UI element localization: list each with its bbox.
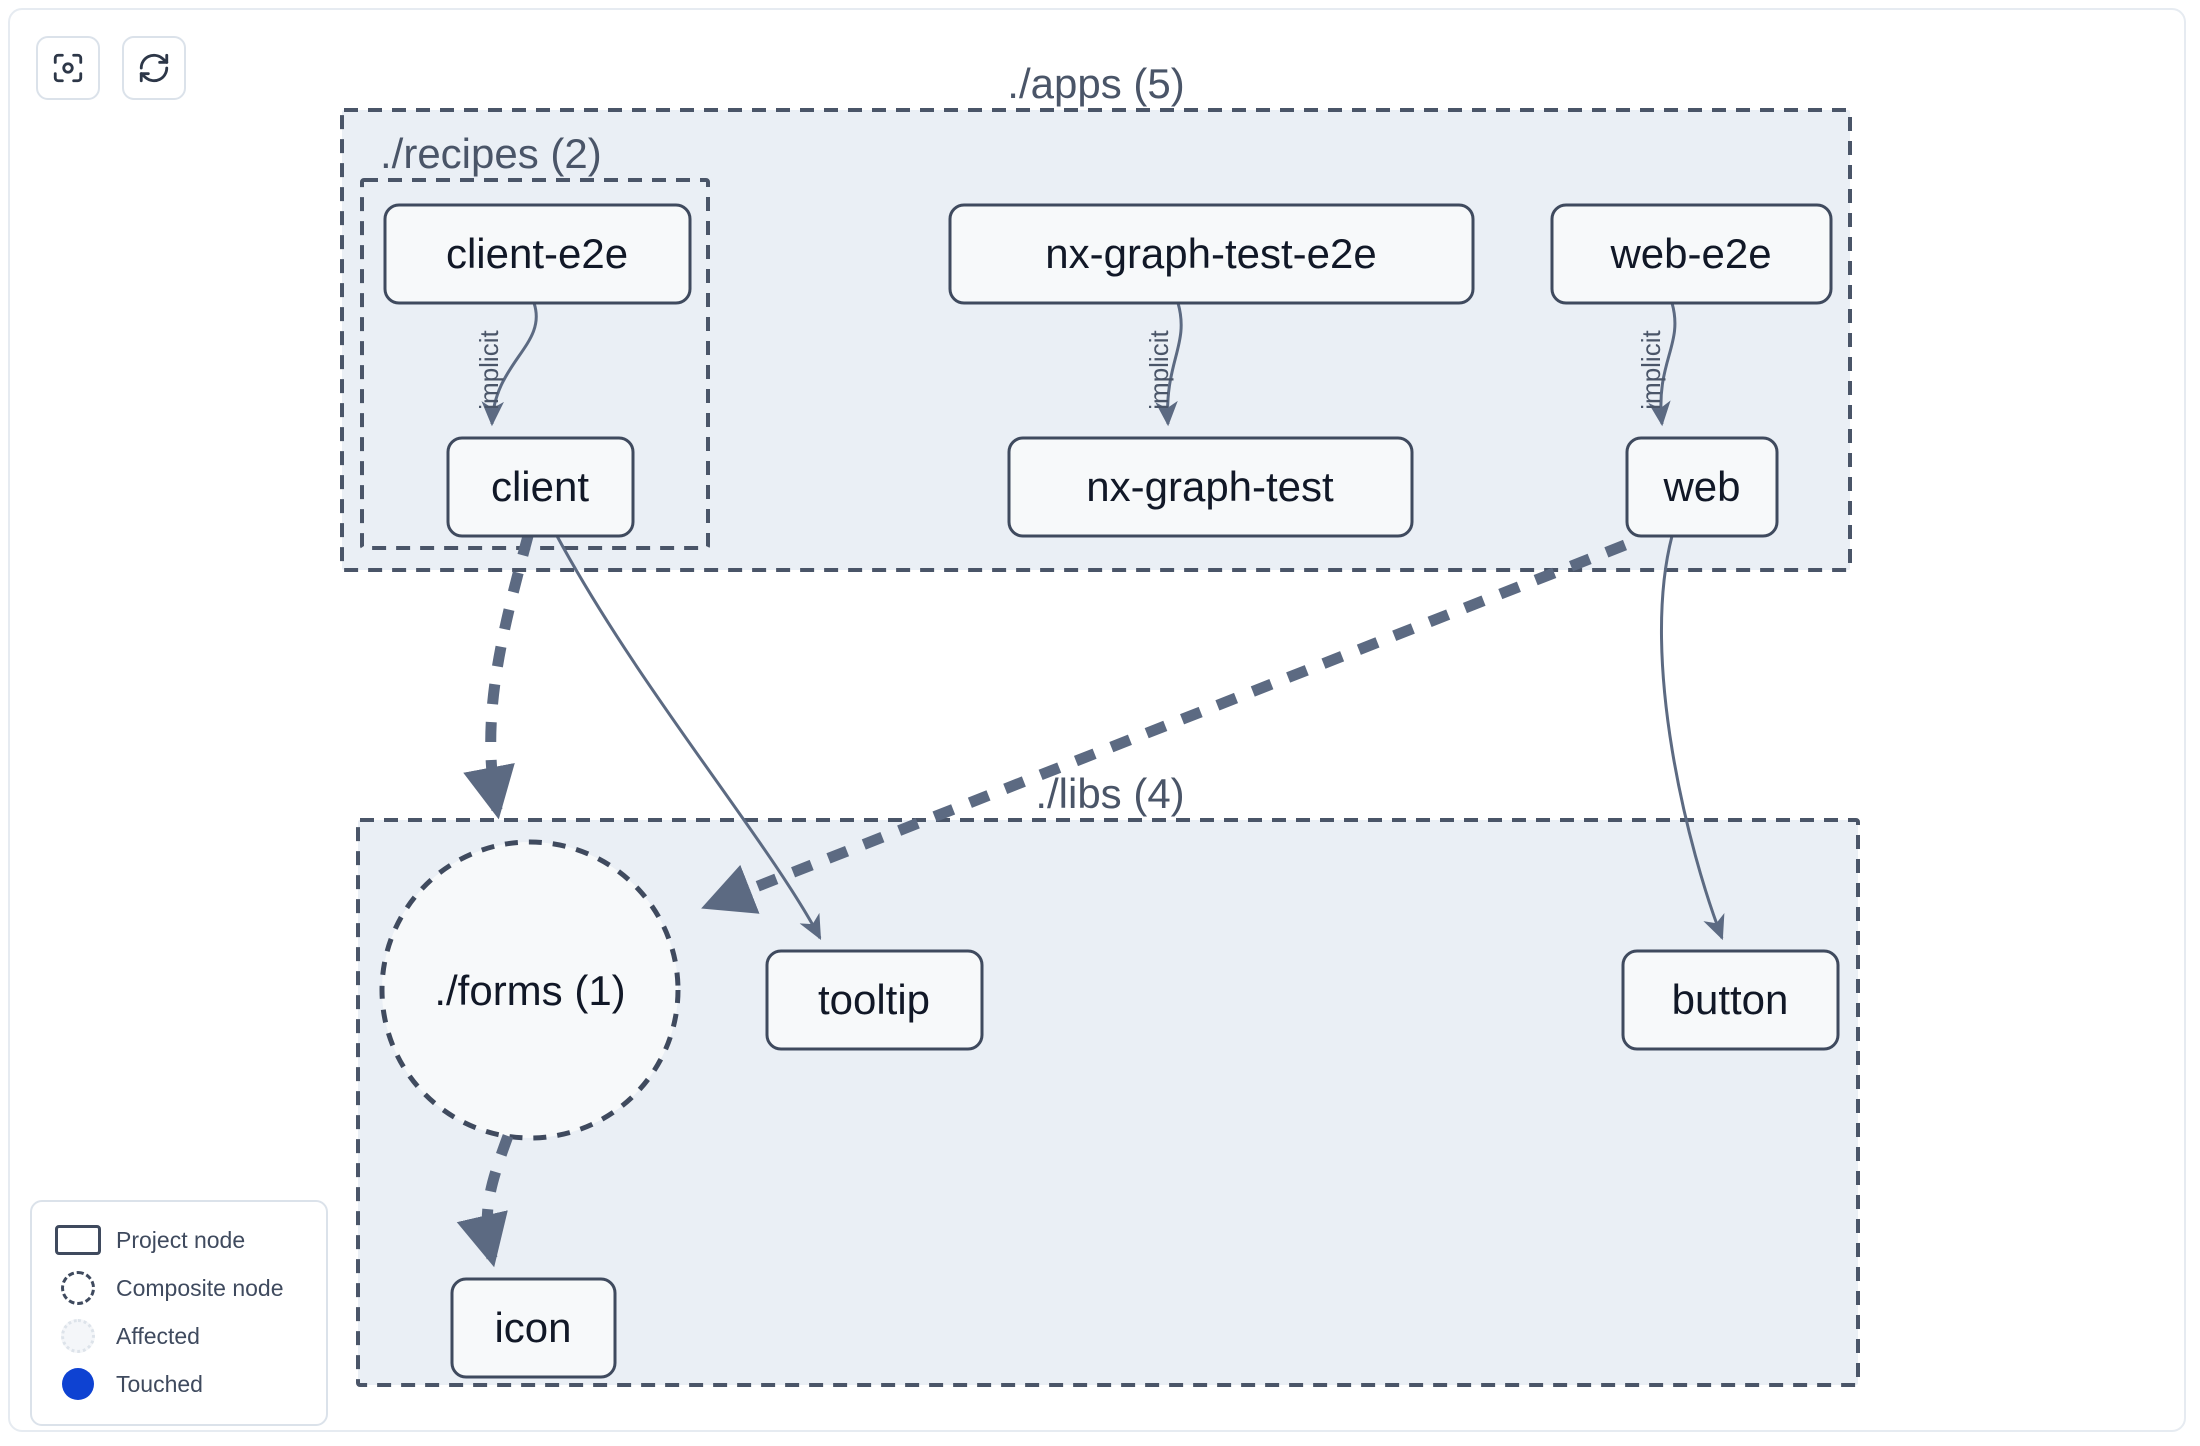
node-nx-graph-test[interactable]: nx-graph-test	[1007, 436, 1414, 538]
node-rect[interactable]	[1621, 949, 1840, 1051]
edge-client-to-tooltip[interactable]	[555, 535, 822, 940]
node-rect[interactable]	[765, 949, 984, 1051]
node-label: nx-graph-test-e2e	[1045, 230, 1377, 277]
node-rect[interactable]	[1550, 203, 1833, 305]
project-node-swatch-icon	[50, 1225, 106, 1255]
node-label: tooltip	[818, 976, 930, 1023]
legend-item-affected: Affected	[50, 1312, 308, 1360]
edge-client-e2e-to-client[interactable]: implicit	[474, 302, 538, 427]
legend-item-touched: Touched	[50, 1360, 308, 1408]
node-icon[interactable]: icon	[450, 1277, 617, 1379]
edge-web-to-button[interactable]	[1659, 535, 1725, 941]
edge-path[interactable]	[1659, 535, 1725, 941]
composite-node-forms-circle[interactable]	[379, 839, 681, 1141]
node-tooltip[interactable]: tooltip	[765, 949, 984, 1051]
node-button[interactable]: button	[1621, 949, 1840, 1051]
node-client[interactable]: client	[446, 436, 635, 538]
edge-label-implicit: implicit	[1144, 330, 1174, 410]
edge-web-e2e-to-web[interactable]: implicit	[1636, 302, 1677, 427]
group-recipes-label: ./recipes (2)	[380, 130, 602, 177]
node-label: icon	[494, 1304, 571, 1351]
refresh-graph-button[interactable]	[122, 36, 186, 100]
legend-label: Touched	[116, 1370, 203, 1397]
node-rect[interactable]	[450, 1277, 617, 1379]
legend-item-composite-node: Composite node	[50, 1264, 308, 1312]
legend-label: Affected	[116, 1322, 200, 1349]
graph-edges: implicit implicit implicit	[456, 302, 1725, 1268]
edge-path[interactable]	[701, 539, 1628, 914]
graph-toolbar	[36, 36, 186, 100]
node-label: client-e2e	[446, 230, 628, 277]
edge-path[interactable]	[456, 1134, 514, 1268]
group-libs-rect[interactable]	[356, 818, 1860, 1387]
edge-path[interactable]	[481, 302, 538, 427]
composite-node-forms[interactable]: ./forms (1)	[379, 839, 681, 1141]
focus-target-icon	[51, 51, 85, 85]
edge-path[interactable]	[1648, 302, 1677, 427]
edge-client-to-forms[interactable]	[463, 534, 534, 820]
legend-label: Project node	[116, 1226, 246, 1253]
graph-legend: Project node Composite node Affected Tou…	[30, 1200, 328, 1426]
node-rect[interactable]	[446, 436, 635, 538]
group-apps-label: ./apps (5)	[1007, 60, 1184, 107]
node-label: web	[1662, 463, 1740, 510]
graph-nodes: client-e2e client nx-graph-test-e2e nx-g…	[383, 203, 1840, 1379]
group-libs[interactable]: ./libs (4)	[356, 770, 1860, 1387]
touched-swatch-icon	[50, 1368, 106, 1400]
node-label: nx-graph-test	[1086, 463, 1334, 510]
node-nx-graph-test-e2e[interactable]: nx-graph-test-e2e	[948, 203, 1475, 305]
node-rect[interactable]	[948, 203, 1475, 305]
node-label: client	[491, 463, 589, 510]
edge-path[interactable]	[555, 535, 822, 940]
composite-node-swatch-icon	[50, 1271, 106, 1305]
node-rect[interactable]	[383, 203, 692, 305]
node-label: web-e2e	[1609, 230, 1771, 277]
edge-label-implicit: implicit	[1636, 330, 1666, 410]
node-label: button	[1672, 976, 1789, 1023]
node-client-e2e[interactable]: client-e2e	[383, 203, 692, 305]
node-web-e2e[interactable]: web-e2e	[1550, 203, 1833, 305]
edge-nx-graph-test-e2e-to-nx-graph-test[interactable]: implicit	[1144, 302, 1183, 427]
node-rect[interactable]	[1625, 436, 1779, 538]
edge-forms-to-icon[interactable]	[456, 1134, 514, 1268]
edge-path[interactable]	[463, 534, 534, 820]
edge-label-implicit: implicit	[474, 330, 504, 410]
refresh-sync-icon	[137, 51, 171, 85]
affected-swatch-icon	[50, 1319, 106, 1353]
legend-label: Composite node	[116, 1274, 284, 1301]
node-rect[interactable]	[1007, 436, 1414, 538]
focus-graph-button[interactable]	[36, 36, 100, 100]
legend-item-project-node: Project node	[50, 1216, 308, 1264]
edge-web-to-forms[interactable]	[701, 539, 1628, 914]
edge-path[interactable]	[1155, 302, 1183, 427]
node-web[interactable]: web	[1625, 436, 1779, 538]
composite-node-forms-label: ./forms (1)	[434, 967, 625, 1014]
group-libs-label: ./libs (4)	[1035, 770, 1184, 817]
